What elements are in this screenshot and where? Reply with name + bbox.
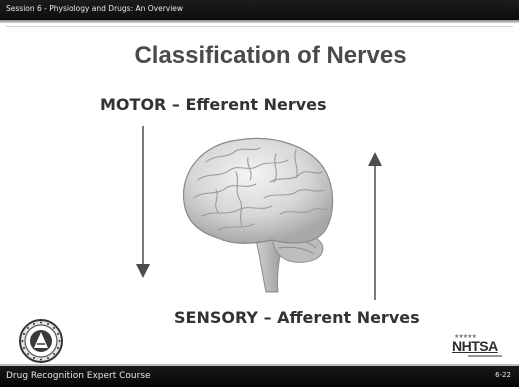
nhtsa-wordmark: NHTSA bbox=[452, 338, 498, 354]
sensory-label: SENSORY – Afferent Nerves bbox=[174, 308, 420, 327]
slide-number: 6-22 bbox=[495, 371, 511, 379]
motor-down-arrow bbox=[136, 126, 150, 278]
footer-bar: Drug Recognition Expert Course 6-22 bbox=[0, 366, 519, 387]
nhtsa-underline bbox=[468, 355, 502, 357]
brain-illustration bbox=[176, 132, 336, 302]
nhtsa-logo: ★★★★★ NHTSA bbox=[452, 333, 504, 361]
course-name: Drug Recognition Expert Course bbox=[6, 371, 151, 381]
dre-seal-logo bbox=[18, 318, 64, 364]
sensory-up-arrow bbox=[368, 152, 382, 300]
